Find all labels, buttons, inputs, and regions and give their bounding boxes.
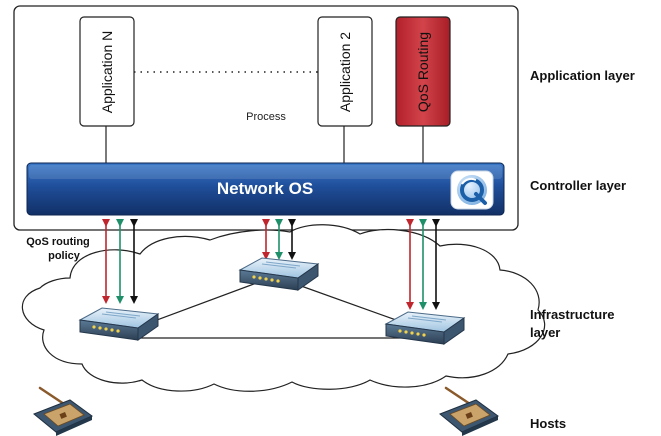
application-layer-label: Application layer [530,68,635,83]
arrows-middle [262,219,296,260]
application-n-label: Application N [99,31,115,114]
network-os-label: Network OS [217,179,313,198]
application-n-box[interactable]: Application N [79,16,135,127]
network-os-bar[interactable]: Network OS [26,162,505,216]
pda-host-icon[interactable] [439,386,499,436]
network-switch-icon[interactable] [384,311,466,345]
infrastructure-layer-label-line2: layer [530,325,560,340]
application-2-box[interactable]: Application 2 [317,16,373,127]
qos-routing-label: QoS Routing [415,32,431,112]
process-label: Process [246,111,286,123]
pda-host-icon[interactable] [33,386,93,436]
infrastructure-cloud [21,224,546,392]
network-switch-icon[interactable] [78,307,160,341]
qos-routing-box[interactable]: QoS Routing [395,16,451,127]
hosts-layer-label: Hosts [530,416,566,431]
application-2-label: Application 2 [337,32,353,112]
controller-logo-icon [450,170,494,210]
infrastructure-layer-label-line1: Infrastructure [530,307,615,322]
network-switch-icon[interactable] [238,257,320,291]
arrows-left [102,219,138,304]
arrows-right [406,219,440,310]
controller-layer-label: Controller layer [530,178,626,193]
qos-policy-label-line2: policy [48,250,81,262]
qos-policy-label-line1: QoS routing [26,236,90,248]
